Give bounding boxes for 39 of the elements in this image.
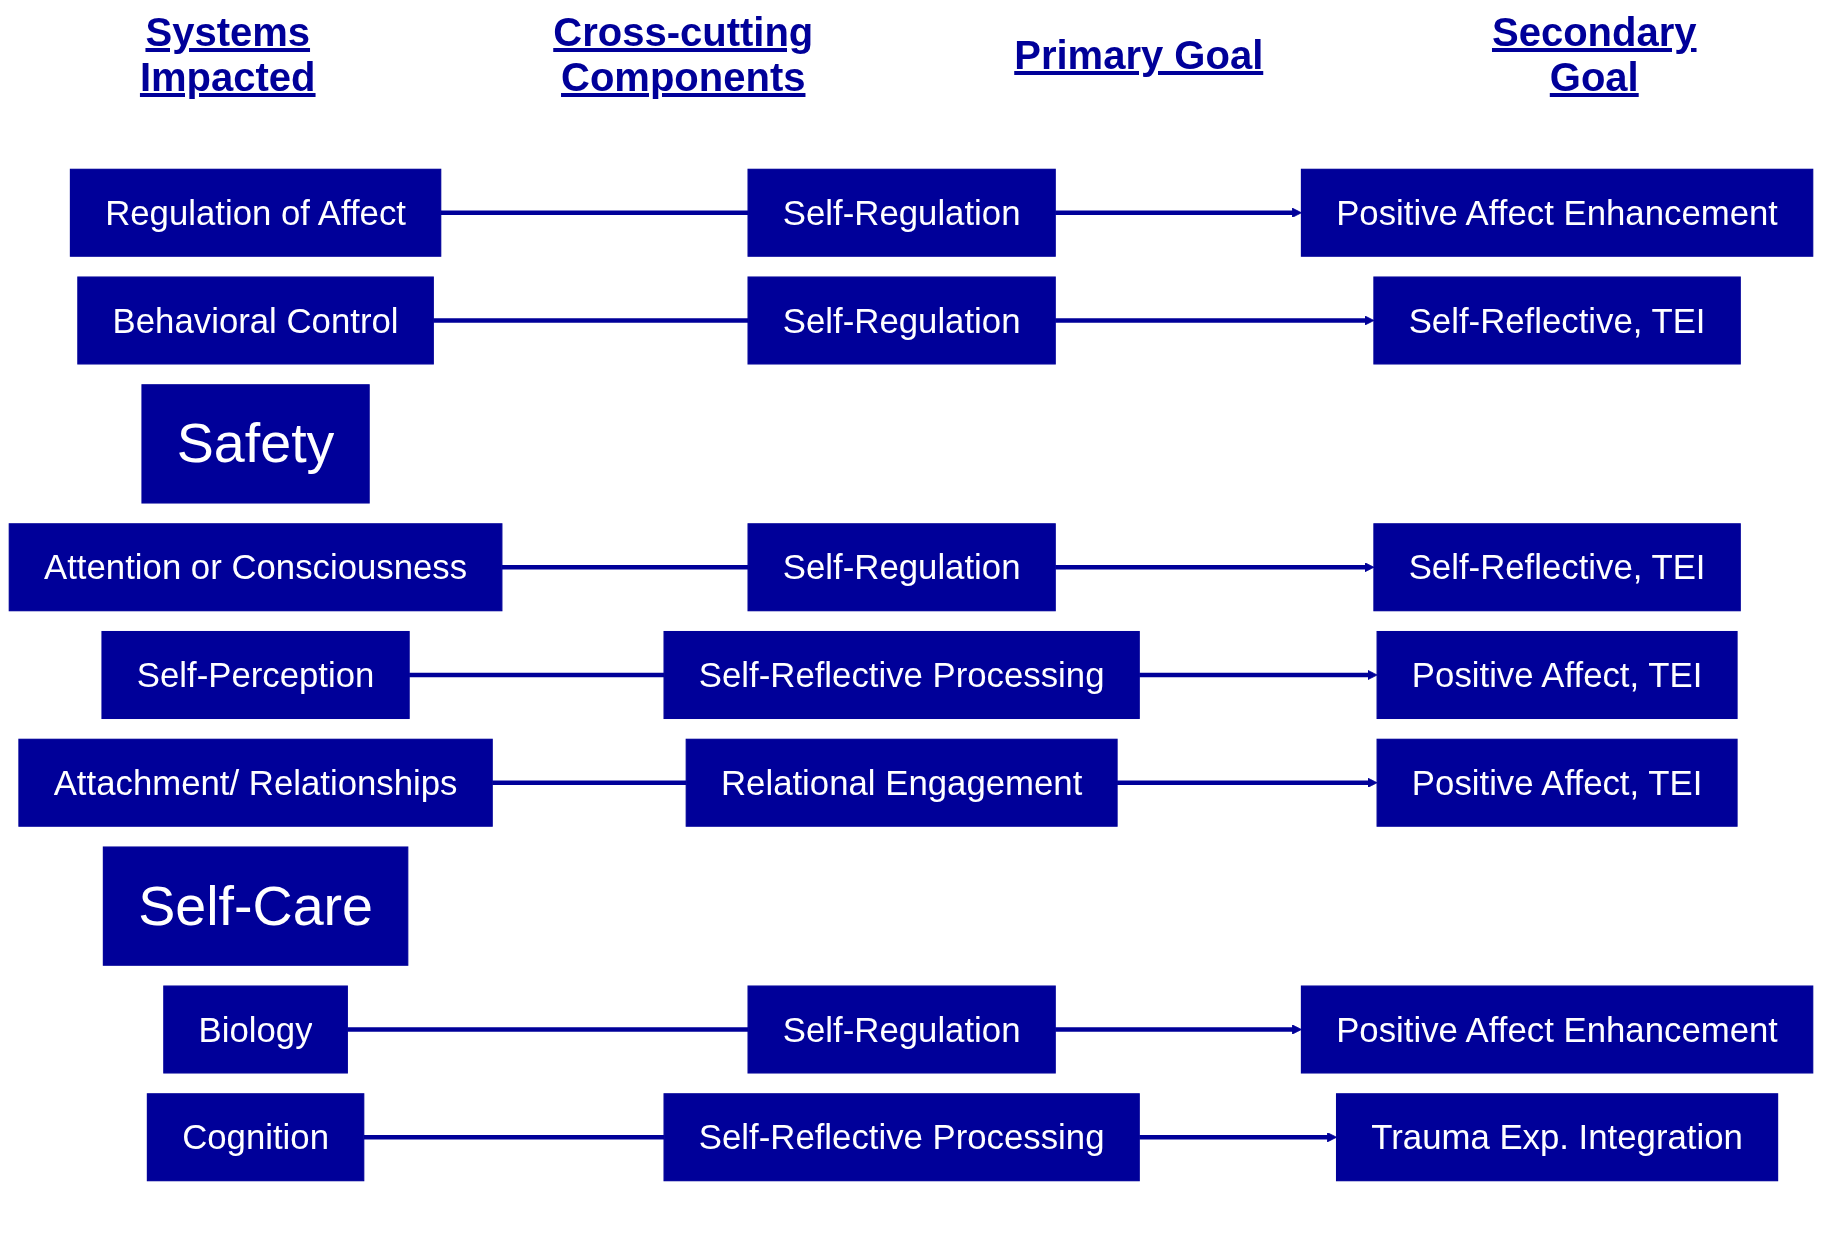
node-box: Self-Reflective, TEI: [1373, 276, 1741, 365]
arrow: [1117, 777, 1378, 788]
node-box: Positive Affect, TEI: [1376, 738, 1738, 827]
node-box: Self-Reflective Processing: [663, 1093, 1140, 1182]
connector: [347, 1027, 749, 1032]
node-box: Self-Reflective, TEI: [1373, 523, 1741, 612]
node-box: Behavioral Control: [77, 276, 434, 365]
connector: [409, 672, 665, 678]
connector: [440, 210, 749, 216]
column-header: Secondary Goal: [1491, 10, 1698, 100]
arrow: [1139, 669, 1378, 681]
node-box: Trauma Exp. Integration: [1335, 1093, 1779, 1182]
connector: [433, 318, 749, 323]
node-box: Self-Regulation: [747, 276, 1056, 365]
column-header: Primary Goal: [1013, 32, 1265, 78]
node-box: Attachment/ Relationships: [18, 738, 493, 827]
connector: [501, 564, 749, 570]
column-header: Cross-cutting Components: [552, 10, 815, 100]
node-box: Positive Affect, TEI: [1376, 630, 1738, 720]
node-box: Self-Regulation: [747, 168, 1056, 257]
arrow: [1139, 1132, 1337, 1143]
connector: [363, 1134, 665, 1140]
node-box: Self-Regulation: [747, 985, 1056, 1074]
arrow: [1055, 1024, 1302, 1035]
column-header: Systems Impacted: [138, 10, 317, 100]
node-box: Safety: [141, 384, 370, 504]
node-box: Relational Engagement: [685, 738, 1118, 827]
node-box: Biology: [163, 985, 348, 1074]
connector: [492, 780, 687, 786]
node-box: Attention or Consciousness: [8, 523, 503, 612]
node-box: Positive Affect Enhancement: [1300, 168, 1814, 257]
node-box: Cognition: [146, 1093, 365, 1182]
arrow: [1055, 207, 1302, 218]
node-box: Self-Regulation: [747, 523, 1056, 612]
node-box: Self-Care: [102, 846, 409, 966]
node-box: Positive Affect Enhancement: [1300, 985, 1814, 1074]
node-box: Self-Perception: [101, 630, 410, 720]
node-box: Regulation of Affect: [69, 168, 442, 257]
node-box: Self-Reflective Processing: [663, 630, 1140, 720]
